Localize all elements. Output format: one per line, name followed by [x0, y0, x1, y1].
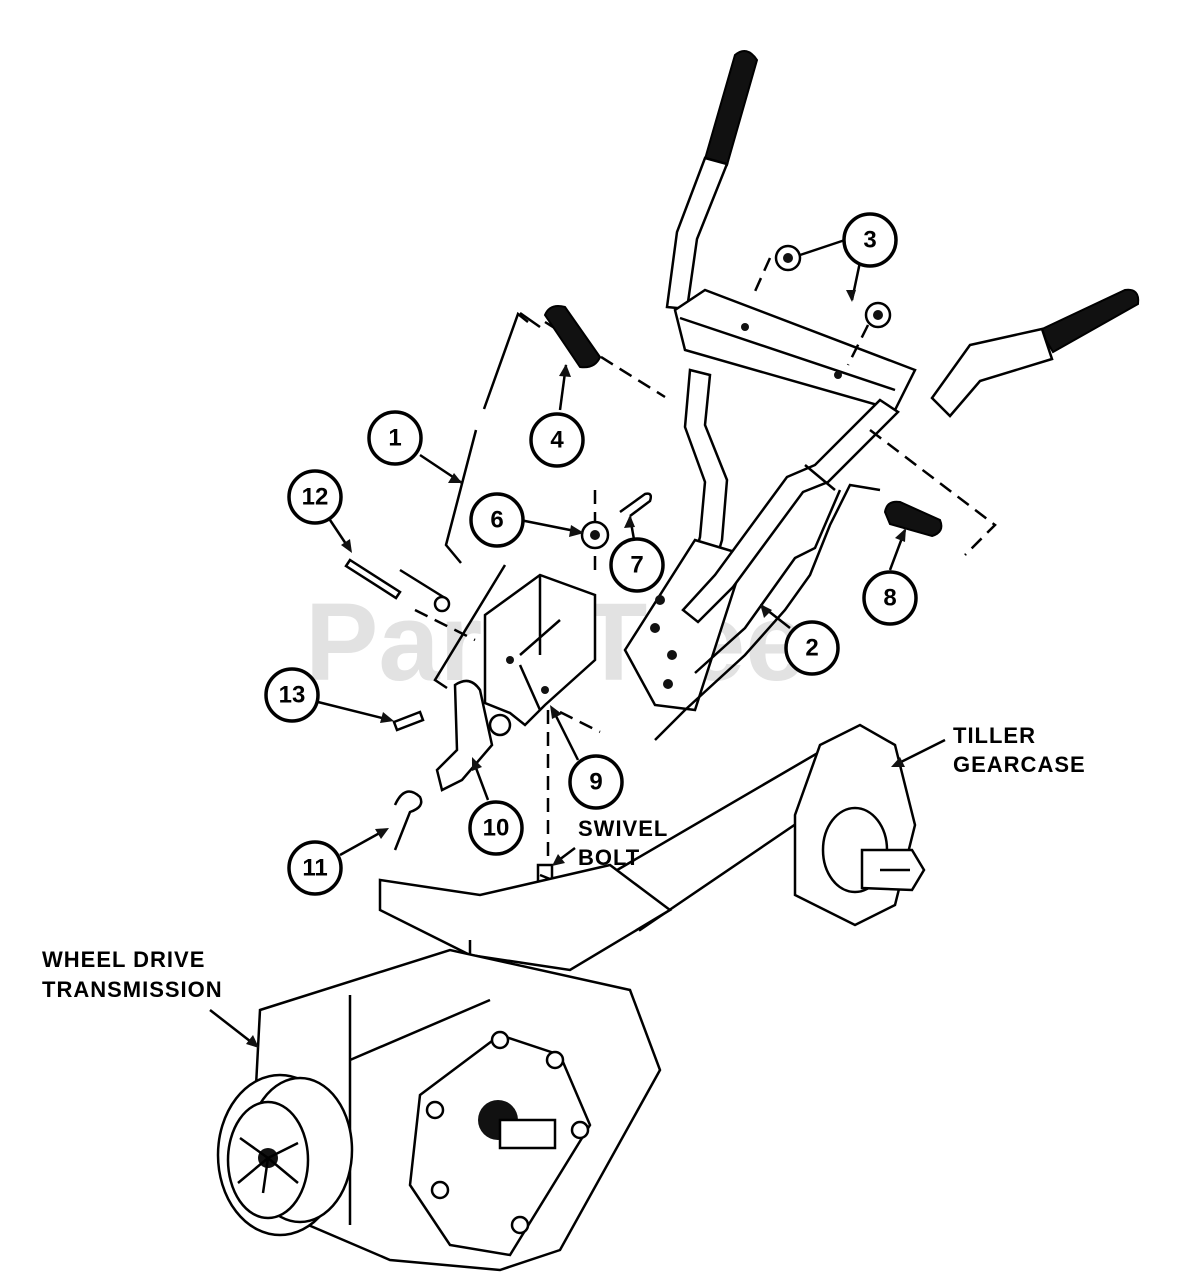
label-gearcase: GEARCASE: [953, 752, 1086, 777]
label-wheel-drive: WHEEL DRIVE: [42, 947, 205, 972]
callout-6: 6: [469, 492, 525, 548]
svg-text:4: 4: [550, 427, 564, 454]
transmission-assembly: [216, 723, 926, 1272]
svg-text:11: 11: [302, 855, 327, 882]
callout-4: 4: [529, 412, 585, 468]
nut-6: [580, 520, 610, 550]
callout-3: 3: [842, 212, 898, 268]
lever-10: [435, 679, 494, 792]
pin-12: [344, 558, 402, 600]
callout-10: 10: [468, 800, 524, 856]
label-bolt: BOLT: [578, 845, 640, 870]
svg-text:7: 7: [630, 552, 643, 579]
label-transmission: TRANSMISSION: [42, 977, 223, 1002]
svg-text:8: 8: [883, 585, 896, 612]
cotter-pin-7: [619, 492, 653, 517]
nut-3b: [864, 301, 892, 329]
label-swivel: SWIVEL: [578, 816, 668, 841]
svg-text:12: 12: [302, 484, 329, 511]
label-tiller: TILLER: [953, 723, 1036, 748]
knob-4: [543, 305, 602, 369]
callout-2: 2: [784, 620, 840, 676]
svg-text:13: 13: [279, 682, 306, 709]
svg-text:9: 9: [589, 769, 602, 796]
pin-13: [392, 710, 425, 732]
handlebar-assembly: [623, 50, 1140, 712]
svg-text:1: 1: [388, 425, 401, 452]
svg-text:10: 10: [483, 815, 510, 842]
left-grip: [703, 50, 759, 167]
callout-8: 8: [862, 570, 918, 626]
clip-11: [393, 790, 423, 851]
callout-1: 1: [367, 410, 423, 466]
crossbar: [673, 288, 917, 412]
callout-12: 12: [287, 469, 343, 525]
nut-3a: [774, 244, 802, 272]
rod-2: [654, 483, 881, 741]
callout-7: 7: [609, 537, 665, 593]
callout-13: 13: [264, 667, 320, 723]
svg-text:2: 2: [805, 635, 818, 662]
rod-1: [444, 311, 529, 564]
right-grip: [1038, 288, 1140, 354]
callout-11: 11: [287, 840, 343, 896]
svg-text:6: 6: [490, 507, 503, 534]
knob-8: [883, 500, 943, 538]
svg-text:3: 3: [863, 227, 876, 254]
callout-9: 9: [568, 754, 624, 810]
